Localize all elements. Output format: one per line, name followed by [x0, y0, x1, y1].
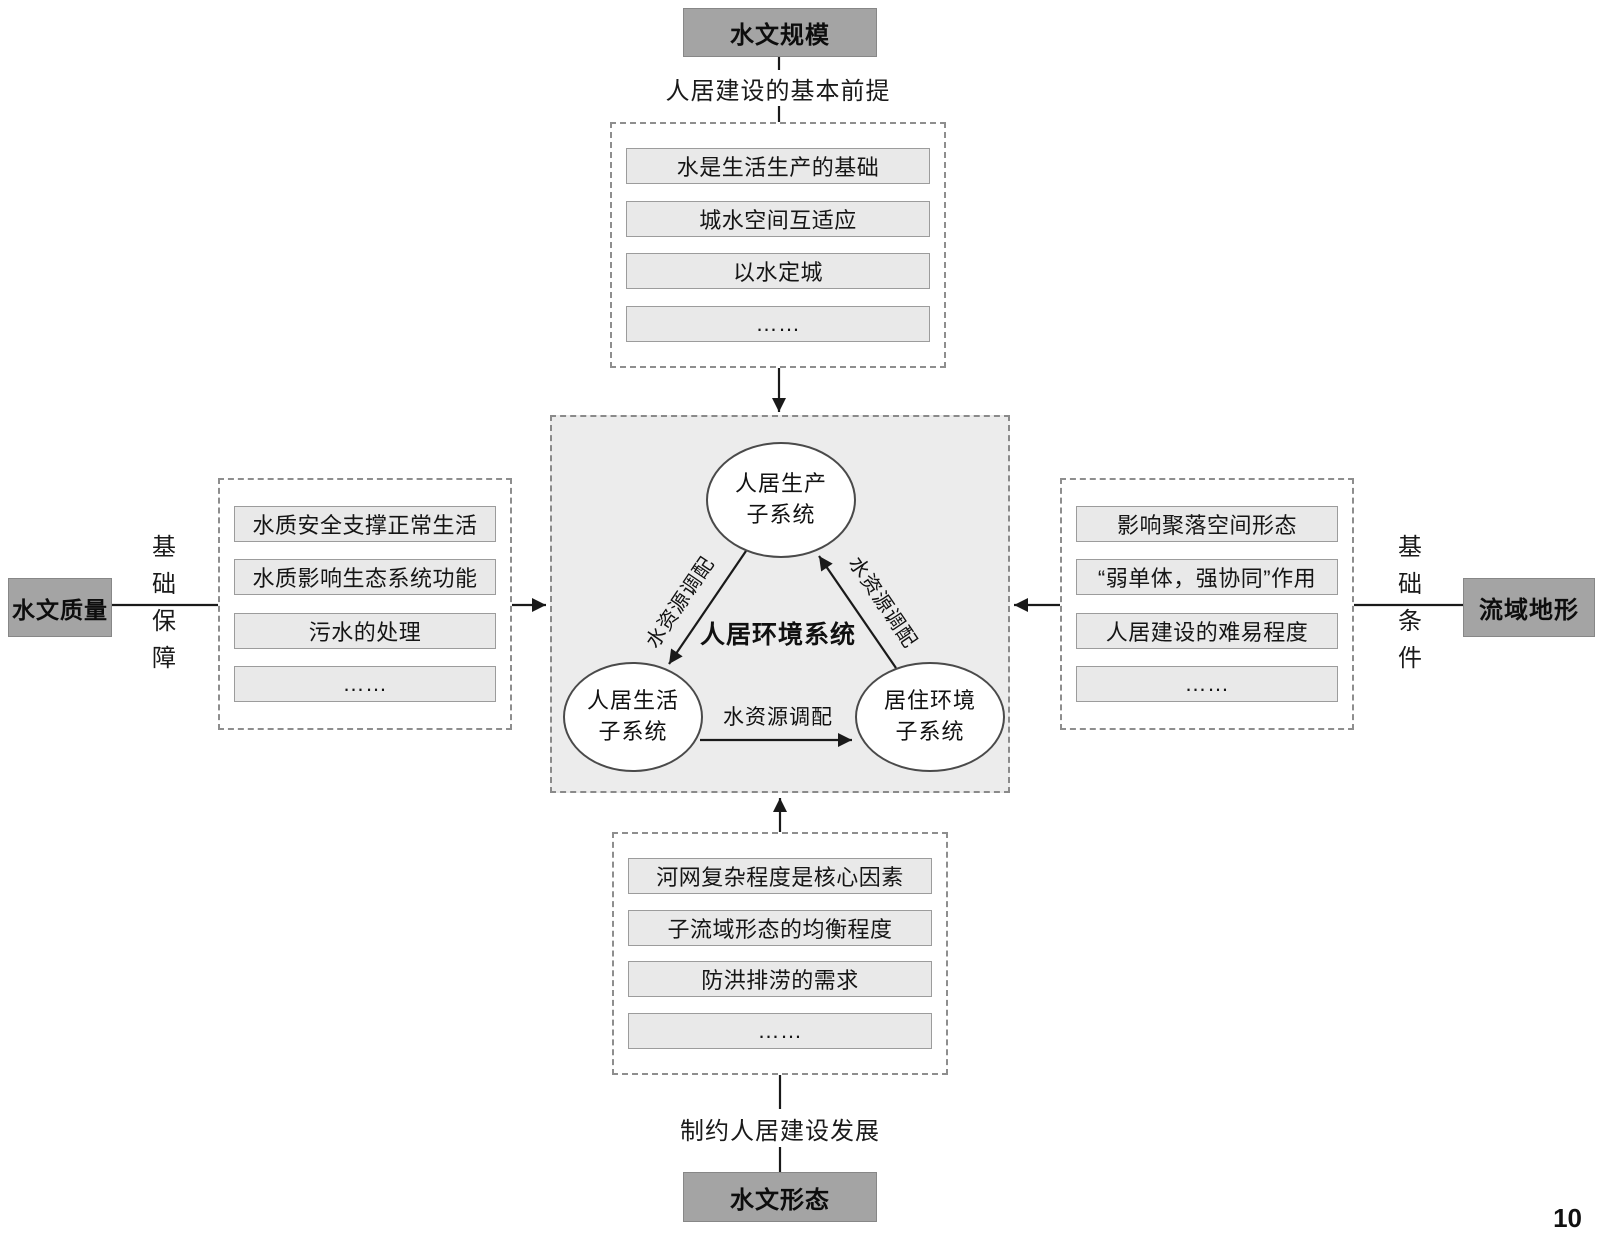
page-number: 10 — [1553, 1203, 1582, 1233]
factor-item: …… — [628, 1013, 932, 1050]
factor-item: 以水定城 — [626, 253, 930, 290]
caption-bottom-constraint: 制约人居建设发展 — [608, 1111, 952, 1145]
node-environment-subsystem: 居住环境 子系统 — [855, 662, 1005, 772]
panel-right-factors: 影响聚落空间形态 “弱单体，强协同”作用 人居建设的难易程度 …… — [1060, 478, 1354, 730]
factor-item: 河网复杂程度是核心因素 — [628, 857, 932, 894]
edge-label-water-allocation-bottom: 水资源调配 — [723, 706, 833, 729]
factor-item: 水质影响生态系统功能 — [234, 559, 496, 596]
panel-left-factors: 水质安全支撑正常生活 水质影响生态系统功能 污水的处理 …… — [218, 478, 512, 730]
center-system-title: 人居环境系统 — [699, 621, 856, 649]
factor-item: 污水的处理 — [234, 612, 496, 649]
node-production-subsystem: 人居生产 子系统 — [706, 442, 856, 558]
panel-bottom-factors: 河网复杂程度是核心因素 子流域形态的均衡程度 防洪排涝的需求 …… — [612, 832, 948, 1075]
node-living-subsystem: 人居生活 子系统 — [563, 662, 703, 772]
source-box-hydrological-scale: 水文规模 — [683, 8, 877, 57]
caption-left-basic-guarantee: 基础保障 — [147, 533, 175, 682]
source-box-hydrological-quality: 水文质量 — [8, 578, 112, 637]
factor-item: 防洪排涝的需求 — [628, 961, 932, 998]
source-box-hydrological-form: 水文形态 — [683, 1172, 877, 1222]
factor-item: 人居建设的难易程度 — [1076, 612, 1338, 649]
factor-item: …… — [626, 305, 930, 342]
caption-top-premise: 人居建设的基本前提 — [610, 72, 946, 105]
factor-item: 水是生活生产的基础 — [626, 148, 930, 185]
factor-item: 影响聚落空间形态 — [1076, 505, 1338, 542]
factor-item: 子流域形态的均衡程度 — [628, 909, 932, 946]
caption-right-basic-condition: 基础条件 — [1393, 533, 1421, 682]
panel-top-factors: 水是生活生产的基础 城水空间互适应 以水定城 …… — [610, 122, 946, 368]
source-box-basin-terrain: 流域地形 — [1463, 578, 1595, 637]
factor-item: …… — [1076, 666, 1338, 703]
factor-item: …… — [234, 666, 496, 703]
factor-item: 城水空间互适应 — [626, 200, 930, 237]
factor-item: “弱单体，强协同”作用 — [1076, 559, 1338, 596]
factor-item: 水质安全支撑正常生活 — [234, 505, 496, 542]
